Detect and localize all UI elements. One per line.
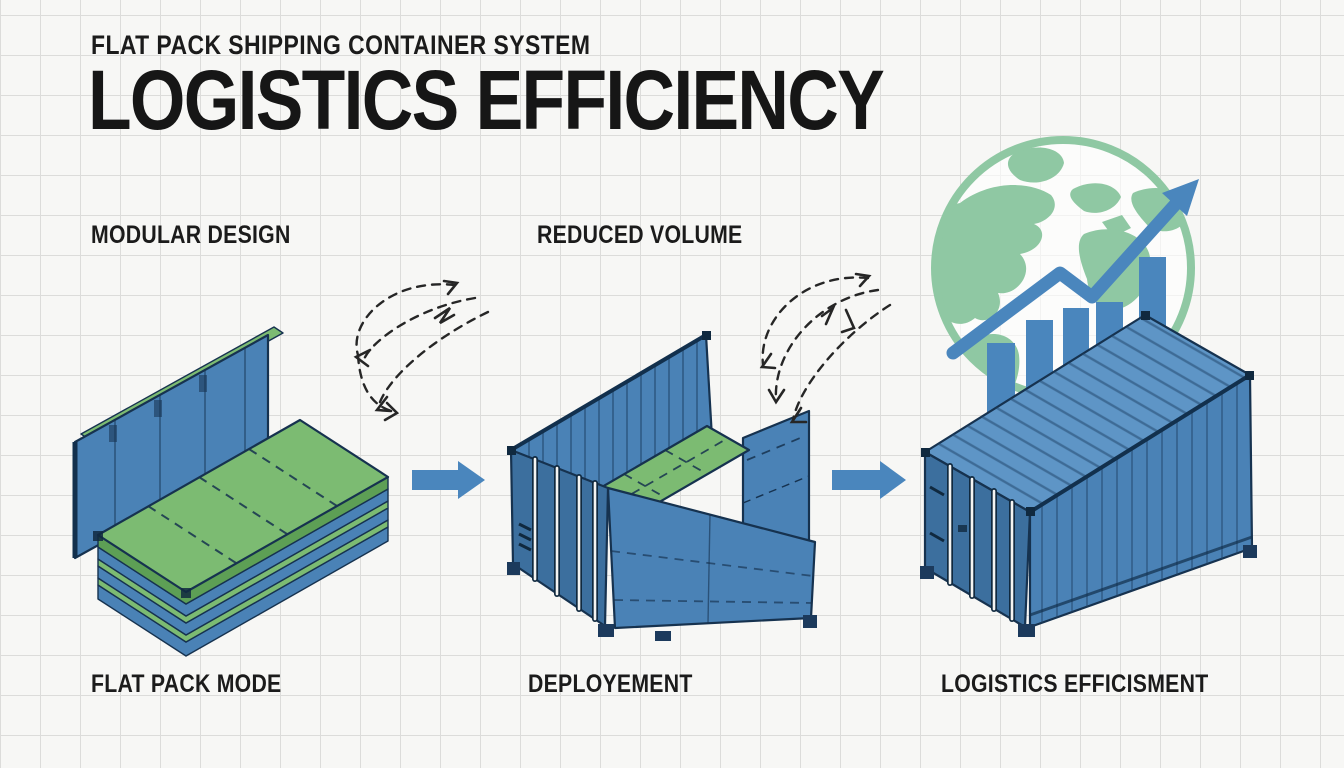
assembled-container-icon <box>920 311 1257 637</box>
arrow-right-icon <box>832 461 906 499</box>
poster-kicker: FLAT PACK SHIPPING CONTAINER SYSTEM <box>91 30 591 60</box>
stage-label-flat-pack-mode: FLAT PACK MODE <box>91 670 282 698</box>
stage-label-reduced-volume: REDUCED VOLUME <box>537 221 743 249</box>
flat-pack-container-icon <box>72 326 390 657</box>
open-container-icon <box>507 331 817 641</box>
stage-label-logistics-efficisment: LOGISTICS EFFICISMENT <box>941 670 1209 698</box>
fold-arrows-icon <box>759 272 892 424</box>
poster-title: LOGISTICS EFFICIENCY <box>88 53 885 147</box>
growth-arrow-icon <box>946 179 1199 360</box>
stage-label-modular-design: MODULAR DESIGN <box>91 221 291 249</box>
arrow-right-icon <box>412 461 485 499</box>
logistics-efficiency-graphic <box>920 136 1257 637</box>
stage-label-deployement: DEPLOYEMENT <box>528 670 693 698</box>
fold-arrows-icon <box>353 279 490 422</box>
door-lock-rods <box>947 463 1015 622</box>
door-lock-rods <box>532 456 598 622</box>
